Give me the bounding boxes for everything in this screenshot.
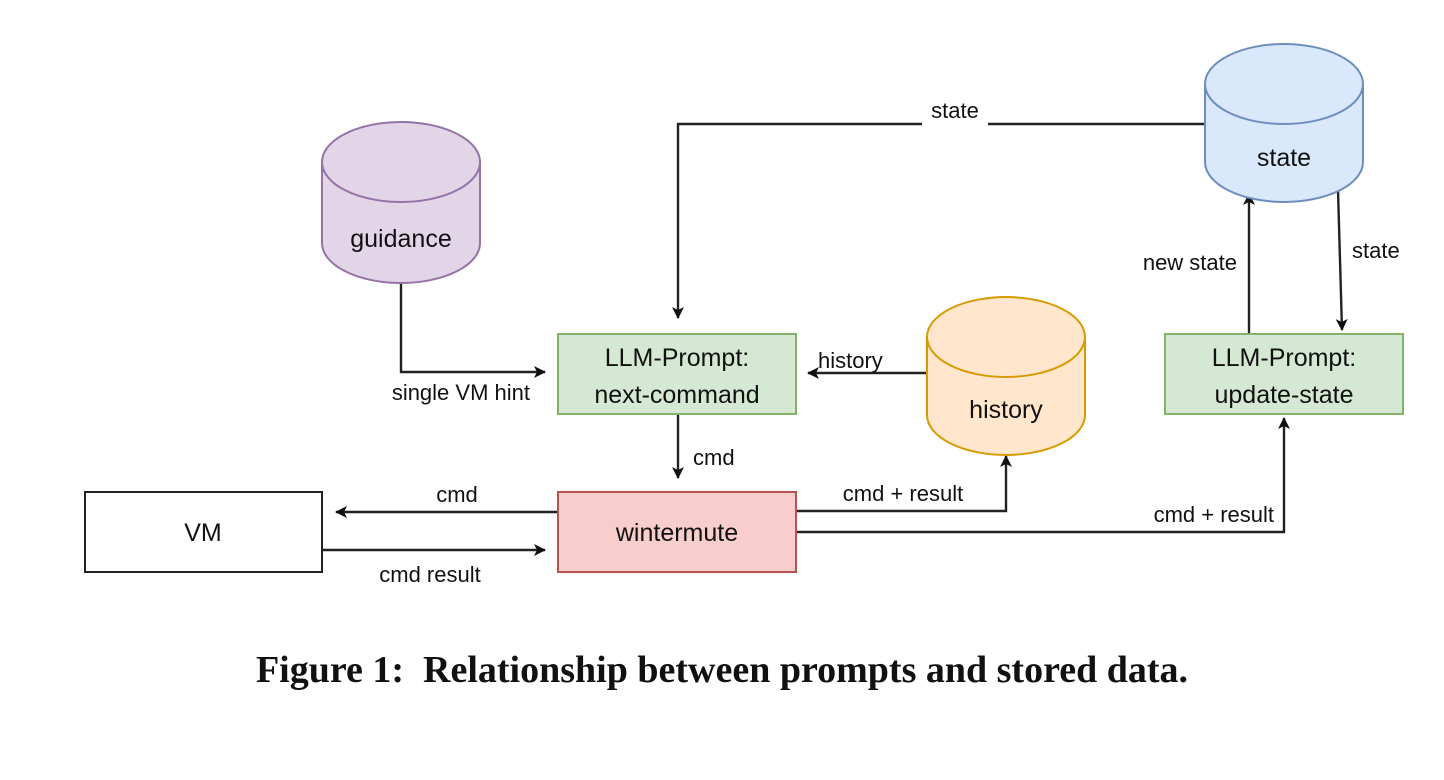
edge-label-cmd-result: cmd result xyxy=(379,562,480,587)
node-label-line-2: next-command xyxy=(594,381,759,409)
node-state: state xyxy=(1204,43,1364,203)
edge-line xyxy=(797,455,1012,513)
edge-line xyxy=(1335,189,1348,331)
node-update-state: LLM-Prompt: update-state xyxy=(1164,333,1404,415)
edge-line xyxy=(672,122,1205,319)
node-history: history xyxy=(926,296,1086,456)
node-label-history: history xyxy=(969,396,1043,424)
edge-label-cmd-down: cmd xyxy=(693,445,735,470)
node-label-line-1: LLM-Prompt: xyxy=(1212,344,1356,372)
cylinder-top xyxy=(926,296,1086,378)
cylinder-top xyxy=(1204,43,1364,125)
edge-history-to-next-command: history xyxy=(807,348,928,379)
edge-wintermute-to-history: cmd + result xyxy=(797,455,1012,513)
edge-vm-to-wintermute: cmd result xyxy=(322,544,546,587)
edge-label-state-right: state xyxy=(1352,238,1400,263)
node-guidance: guidance xyxy=(321,121,481,284)
node-label-vm: VM xyxy=(184,519,222,547)
edge-line xyxy=(797,417,1290,534)
diagram-canvas: state single VM hint history cmd cmd cmd… xyxy=(84,43,1404,587)
node-label-guidance: guidance xyxy=(350,225,451,253)
edge-label-state-top: state xyxy=(931,98,979,123)
node-next-command: LLM-Prompt: next-command xyxy=(557,333,797,415)
edge-state-to-update-state: state xyxy=(1335,189,1400,331)
edge-line xyxy=(399,283,546,378)
edge-update-state-to-state: new state xyxy=(1143,193,1255,334)
edge-guidance-to-next-command: single VM hint xyxy=(392,283,546,405)
edge-label-cmd-left: cmd xyxy=(436,482,478,507)
node-wintermute: wintermute xyxy=(557,491,797,573)
node-label-wintermute: wintermute xyxy=(615,519,738,547)
box xyxy=(1164,333,1404,415)
edge-next-command-to-wintermute: cmd xyxy=(672,414,735,479)
figure-caption: Figure 1: Relationship between prompts a… xyxy=(255,649,1189,691)
edge-label-cmd-result-update: cmd + result xyxy=(1154,502,1274,527)
edge-state-to-next-command: state xyxy=(672,98,1205,319)
node-label-line-1: LLM-Prompt: xyxy=(605,344,749,372)
box xyxy=(557,491,797,573)
node-label-line-2: update-state xyxy=(1215,381,1354,409)
edge-wintermute-to-update-state: cmd + result xyxy=(797,417,1290,534)
edge-wintermute-to-vm: cmd xyxy=(335,482,558,518)
edge-label-history: history xyxy=(818,348,883,373)
edge-label-new-state: new state xyxy=(1143,250,1237,275)
cylinder-top xyxy=(321,121,481,203)
label-bg xyxy=(922,112,988,126)
edge-label-single-vm-hint: single VM hint xyxy=(392,380,530,405)
node-vm: VM xyxy=(84,491,323,573)
edge-label-cmd-result-history: cmd + result xyxy=(843,481,963,506)
node-label-state: state xyxy=(1257,144,1311,172)
box xyxy=(557,333,797,415)
box xyxy=(84,491,323,573)
